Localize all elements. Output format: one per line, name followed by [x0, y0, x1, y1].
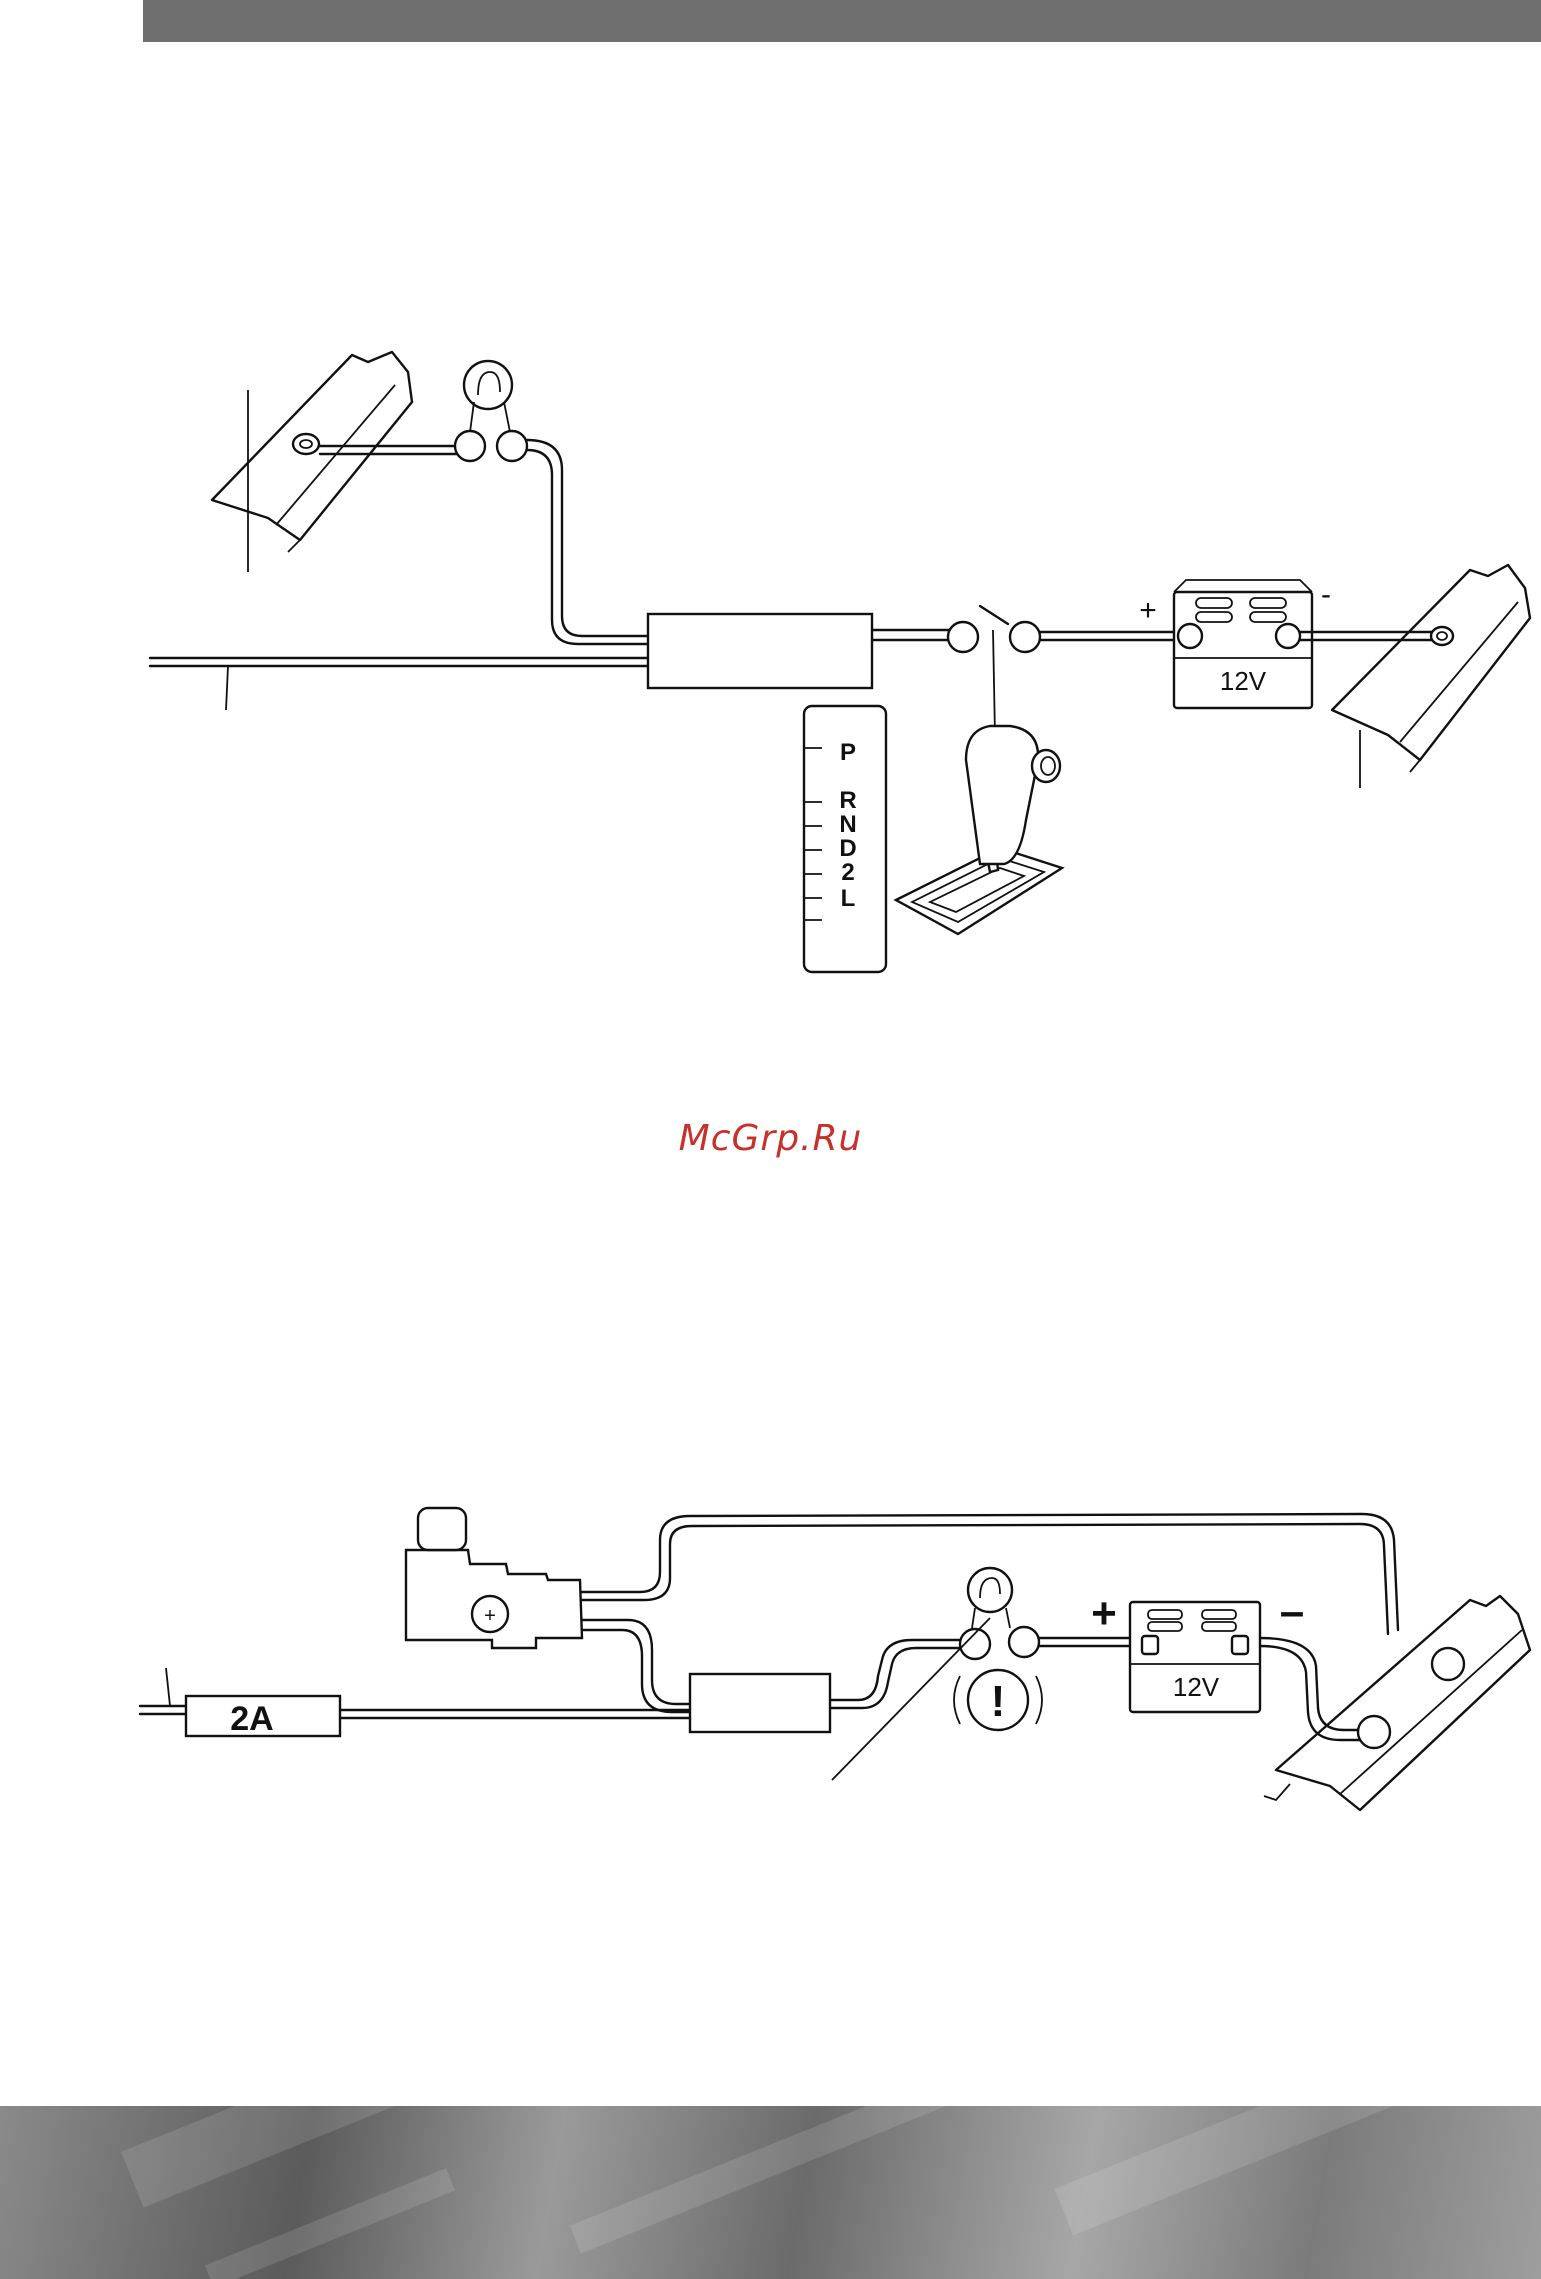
ground-terminal-icon	[293, 434, 319, 454]
switch-contact-left	[948, 622, 978, 652]
ground-terminal-icon	[1358, 1648, 1464, 1748]
gear-d: D	[839, 835, 856, 862]
gear-r: R	[839, 787, 856, 814]
switch-arm	[980, 606, 1008, 624]
shift-lever-icon	[896, 726, 1062, 934]
diagram-top: 12V + - P R N D 2 L	[0, 0, 1541, 1000]
minus-sign-top: -	[1321, 578, 1331, 611]
minus-sign-bottom: –	[1280, 1587, 1304, 1636]
warning-symbol: !	[991, 1677, 1006, 1726]
plus-sign-top: +	[1139, 594, 1157, 627]
control-module	[690, 1674, 830, 1732]
plus-sign-bottom: +	[1091, 1589, 1117, 1638]
battery-label-top: 12V	[1220, 666, 1267, 696]
gear-n: N	[839, 811, 856, 838]
lamp-contact-right	[1009, 1627, 1039, 1657]
battery-icon: 12V	[1130, 1602, 1260, 1712]
warning-icon: !	[954, 1670, 1042, 1730]
diagram-bottom: 2A + ! 12V +	[0, 1400, 1541, 1850]
fuse-label: 2A	[230, 1700, 273, 1738]
watermark: McGrp.Ru	[0, 1118, 1541, 1159]
fuse-icon: 2A	[186, 1696, 340, 1738]
gear-indicator-panel: P R N D 2 L	[804, 706, 886, 972]
ground-rail-left	[212, 352, 412, 572]
lamp-icon	[464, 361, 512, 432]
svg-text:+: +	[484, 1605, 496, 1627]
ground-rail-right	[1332, 565, 1530, 788]
footer-photo	[0, 2106, 1541, 2279]
battery-icon: 12V	[1174, 580, 1312, 708]
gear-p: P	[840, 739, 856, 766]
control-module	[648, 614, 872, 688]
battery-label-bottom: 12V	[1173, 1672, 1220, 1702]
gear-l: L	[841, 885, 856, 912]
switch-contact-right	[1010, 622, 1040, 652]
connector-plug-icon: +	[406, 1508, 582, 1648]
gear-2: 2	[841, 859, 854, 886]
ground-terminal-icon	[1431, 627, 1453, 645]
